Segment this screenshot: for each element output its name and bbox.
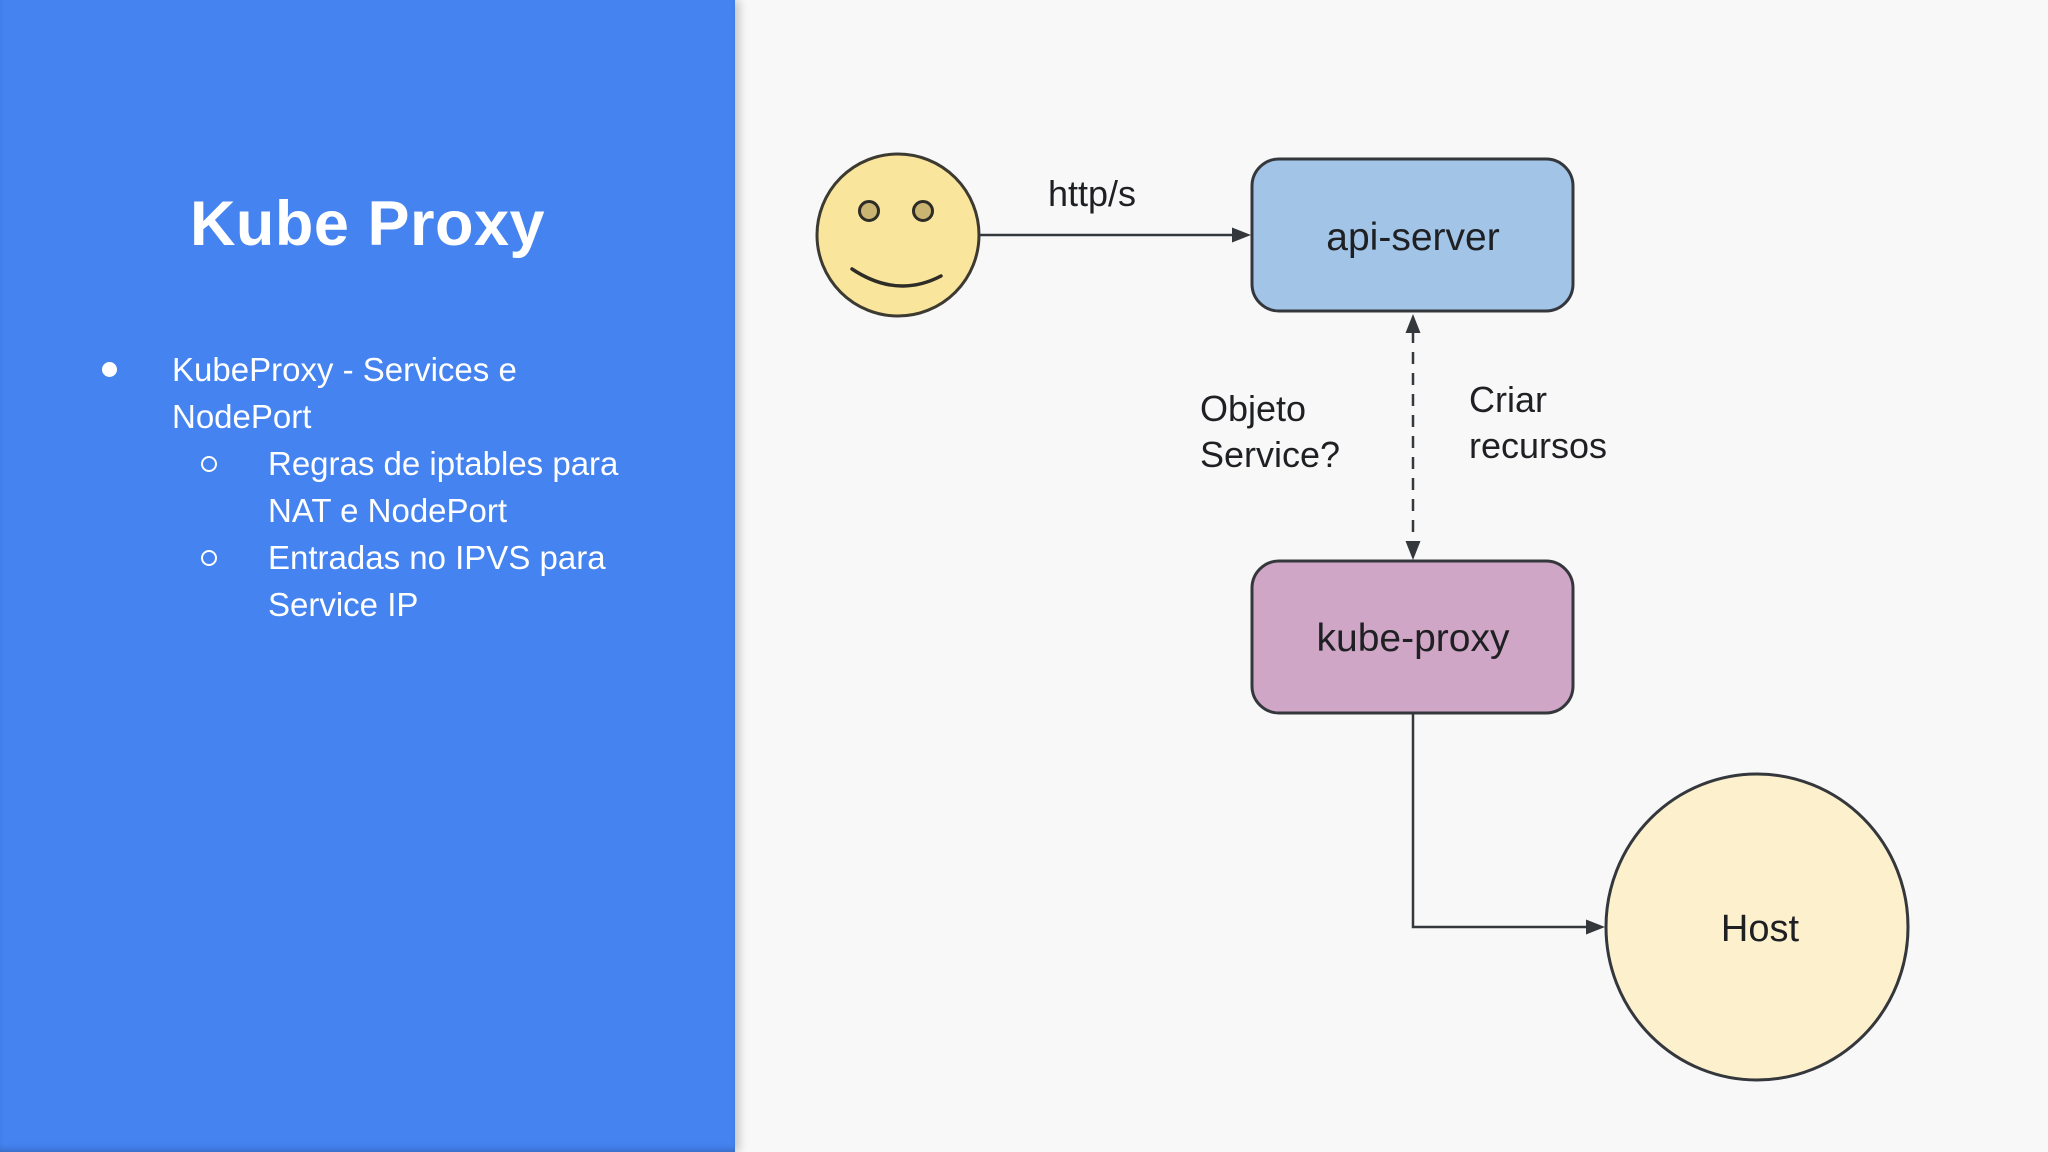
bullet-list: KubeProxy - Services e NodePort Regras d… [0,346,735,628]
api-server-label: api-server [1326,216,1499,259]
bullet-circle-icon [201,456,217,472]
bullet-circle-icon [201,550,217,566]
bullet-subitem-line: NAT e NodePort [268,492,508,529]
smiley-face-circle [815,152,981,318]
bullet-item-line: KubeProxy - Services e [172,351,517,388]
api-server-node [1250,157,1575,313]
host-node [1604,772,1910,1082]
arrowhead-up-icon [1405,314,1421,333]
question-label-line1: Objeto [1200,388,1306,429]
smiley-right-eye [912,200,934,222]
slide-title: Kube Proxy [189,189,546,259]
host-label: Host [1721,908,1800,950]
action-label-line2: recursos [1469,425,1607,466]
arrowhead-right-icon [1232,227,1251,243]
elbow-arrow [1411,713,1605,935]
bullet-subitem-line: Service IP [268,586,419,623]
smiley-face-icon [815,152,981,318]
http-arrow [980,227,1251,243]
arrowhead-down-icon [1405,541,1421,560]
question-label-line2: Service? [1200,434,1340,475]
arrowhead-right-icon [1586,919,1605,935]
sidebar-panel: Kube Proxy KubeProxy - Services e NodePo… [0,0,735,1152]
http-arrow-label: http/s [1048,173,1136,214]
bullet-subitem-line: Regras de iptables para [268,445,619,482]
bullet-item-line: NodePort [172,398,312,435]
smiley-left-eye [858,200,880,222]
kube-proxy-label: kube-proxy [1317,617,1510,660]
smiley-mouth [850,267,943,288]
dashed-double-arrow [1405,314,1421,560]
action-label-line1: Criar [1469,379,1547,420]
bullet-subitem-line: Entradas no IPVS para [268,539,606,576]
bullet-dot-icon [102,362,117,377]
